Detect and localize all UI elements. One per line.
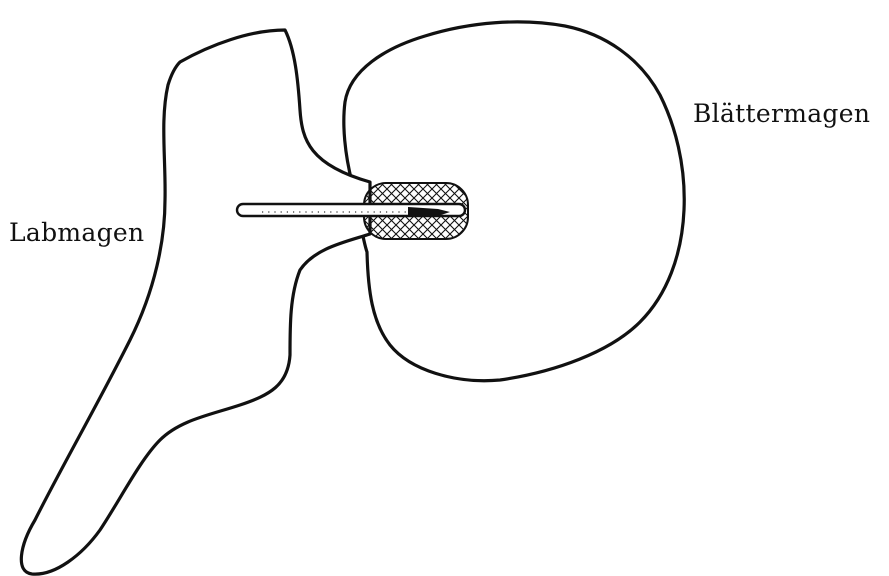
abomasum-outline bbox=[21, 30, 370, 574]
label-labmagen: Labmagen bbox=[9, 218, 144, 247]
label-blaettermagen: Blättermagen bbox=[693, 99, 870, 128]
